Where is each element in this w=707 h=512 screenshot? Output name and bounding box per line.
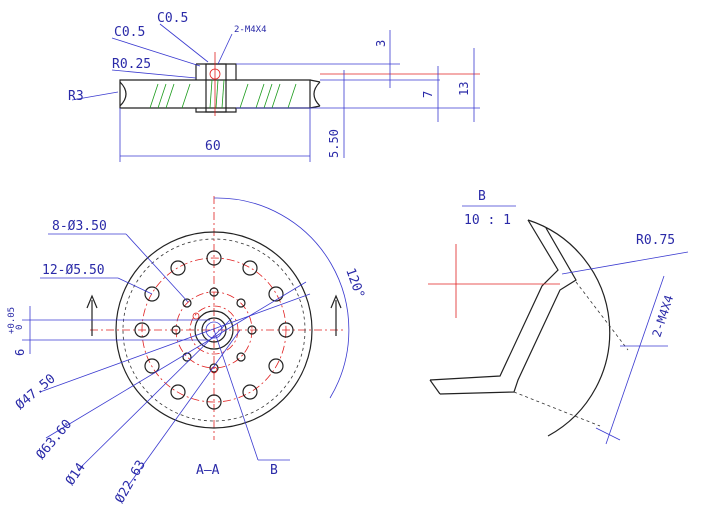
large-hole xyxy=(144,358,160,374)
detail-view: B 10 : 1 R0.75 2-M4X4 xyxy=(428,189,689,445)
fillet-small: R0.25 xyxy=(112,57,151,72)
large-hole xyxy=(268,286,284,302)
holes-large-label: 12-Ø5.50 xyxy=(42,263,105,278)
small-hole xyxy=(209,363,219,373)
bore-inner xyxy=(205,321,223,339)
tol-upper: +0.05 xyxy=(7,307,17,334)
detail-profile xyxy=(429,219,559,381)
detail-scale: 10 : 1 xyxy=(464,213,511,228)
angle-label: 120° xyxy=(342,266,367,301)
large-hole xyxy=(206,250,222,266)
dia-63-60: Ø63.60 xyxy=(34,417,76,463)
large-hole xyxy=(170,384,186,400)
large-hole xyxy=(268,358,284,374)
detail-chamfer xyxy=(429,379,441,395)
dim-width: 60 xyxy=(205,139,221,154)
section-label: A—A xyxy=(196,463,220,478)
section-arrow-right xyxy=(330,294,342,336)
groove-left xyxy=(119,81,127,107)
large-hole xyxy=(170,260,186,276)
section-arrow-left xyxy=(86,294,98,336)
front-view: 120° +0.05 0 6 8-Ø3.50 12-Ø5.50 Ø47.50 Ø… xyxy=(7,196,367,506)
detail-fillet: R0.75 xyxy=(636,233,675,248)
thread-hole xyxy=(192,312,200,320)
detail-profile-2 xyxy=(439,227,577,395)
groove-circle xyxy=(122,238,306,422)
large-hole xyxy=(242,260,258,276)
small-hole xyxy=(236,298,246,308)
groove-radius: R3 xyxy=(68,89,84,104)
small-hole xyxy=(209,287,219,297)
outer-rim xyxy=(115,231,313,429)
large-holes xyxy=(134,250,294,410)
small-hole xyxy=(182,298,192,308)
hub-circle xyxy=(194,310,234,350)
dia-14: Ø14 xyxy=(63,460,89,488)
bolt-circle-outer xyxy=(141,257,287,403)
chamfer-2: C0.5 xyxy=(157,11,188,26)
large-hole xyxy=(206,394,222,410)
dia-47-50: Ø47.50 xyxy=(13,371,59,413)
bolt-circle-inner xyxy=(175,291,253,369)
detail-thread: 2-M4X4 xyxy=(650,293,677,339)
groove-right xyxy=(309,79,321,109)
detail-boundary xyxy=(527,219,611,437)
large-hole xyxy=(144,286,160,302)
dim-13: 13 xyxy=(457,82,471,96)
section-view: 60 3 7 13 5.50 C0.5 C0.5 2-M4X4 R0.25 R3 xyxy=(68,11,480,162)
dim-5-50: 5.50 xyxy=(327,129,341,158)
detail-name: B xyxy=(478,189,486,204)
chamfer-1: C0.5 xyxy=(114,25,145,40)
large-hole xyxy=(278,322,294,338)
small-hole xyxy=(171,325,181,335)
hatch-pattern xyxy=(149,79,297,109)
dia-22-63: Ø22.63 xyxy=(112,458,148,506)
detail-callout: B xyxy=(270,463,278,478)
large-hole xyxy=(134,322,150,338)
bore-dim: 6 xyxy=(13,349,27,356)
bolt-circle-small xyxy=(189,305,239,355)
shaft-hole xyxy=(205,63,227,113)
dim-3: 3 xyxy=(374,40,388,47)
holes-small-label: 8-Ø3.50 xyxy=(52,219,107,234)
large-hole xyxy=(242,384,258,400)
tol-lower: 0 xyxy=(15,325,25,330)
dim-7: 7 xyxy=(421,91,435,98)
small-hole xyxy=(247,325,257,335)
thread-note: 2-M4X4 xyxy=(234,25,267,35)
angle-arc xyxy=(213,197,350,399)
small-hole xyxy=(236,352,246,362)
